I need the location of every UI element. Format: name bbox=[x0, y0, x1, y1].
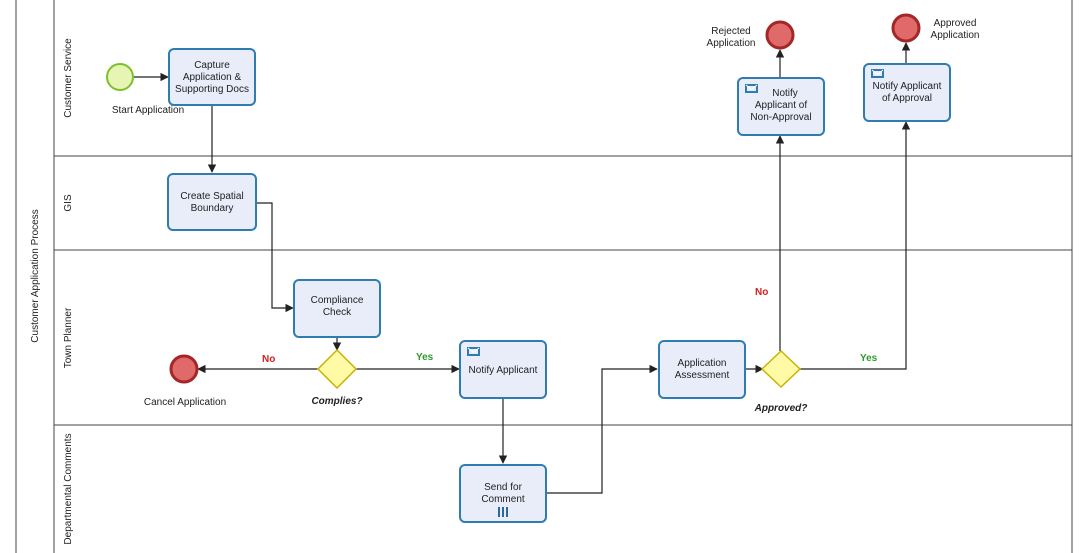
task-send-line1: Send for bbox=[484, 482, 522, 493]
flow-spatial-to-compliance bbox=[256, 202, 294, 313]
pool-label: Customer Application Process bbox=[30, 209, 41, 342]
pool: Customer Application Process Customer Se… bbox=[15, 0, 1073, 553]
gateway-complies[interactable]: Complies? bbox=[311, 348, 363, 407]
parallel-multi-instance-icon bbox=[498, 507, 508, 517]
task-capture-line2: Application & bbox=[183, 72, 242, 83]
lane-label-departmental-comments: Departmental Comments bbox=[63, 433, 74, 544]
task-spatial-line2: Boundary bbox=[191, 203, 234, 214]
lane-label-town-planner: Town Planner bbox=[63, 307, 74, 368]
end-event-rejected[interactable]: Rejected Application bbox=[707, 20, 795, 50]
task-capture-line1: Capture bbox=[194, 60, 230, 71]
sequence-flows bbox=[134, 42, 911, 494]
task-notify-non-approval[interactable]: Notify Applicant of Non-Approval bbox=[737, 77, 825, 136]
envelope-icon bbox=[467, 347, 480, 356]
end-event-rejected-label-line1: Rejected bbox=[711, 26, 750, 37]
task-compliance-check[interactable]: Compliance Check bbox=[293, 279, 381, 338]
end-event-approved-label-line2: Application bbox=[931, 30, 980, 41]
task-notify-applicant-line1: Notify Applicant bbox=[469, 365, 538, 376]
lane-label-gis: GIS bbox=[63, 194, 74, 212]
condition-no-cancel: No bbox=[262, 354, 275, 365]
lane-label-customer-service: Customer Service bbox=[63, 38, 74, 118]
condition-yes-notify: Yes bbox=[416, 352, 434, 363]
task-compliance-line1: Compliance bbox=[311, 295, 364, 306]
flow-send-to-assessment bbox=[547, 364, 658, 494]
condition-yes-approval: Yes bbox=[860, 353, 878, 364]
task-notify-approval[interactable]: Notify Applicant of Approval bbox=[863, 63, 951, 122]
end-event-cancel[interactable]: Cancel Application bbox=[144, 354, 226, 408]
end-event-approved[interactable]: Approved Application bbox=[891, 13, 980, 43]
task-capture-line3: Supporting Docs bbox=[175, 84, 249, 95]
task-create-spatial-boundary[interactable]: Create Spatial Boundary bbox=[167, 173, 257, 231]
task-notify-applicant[interactable]: Notify Applicant bbox=[459, 340, 547, 399]
gateway-approved-label: Approved? bbox=[754, 403, 808, 414]
task-application-assessment[interactable]: Application Assessment bbox=[658, 340, 746, 399]
task-approval-line2: of Approval bbox=[882, 93, 932, 104]
task-assessment-line1: Application bbox=[678, 358, 727, 369]
end-event-cancel-label: Cancel Application bbox=[144, 397, 226, 408]
envelope-icon bbox=[871, 69, 884, 78]
task-assessment-line2: Assessment bbox=[675, 370, 730, 381]
task-approval-line1: Notify Applicant bbox=[873, 81, 942, 92]
start-event-label: Start Application bbox=[112, 105, 184, 116]
task-nonapproval-line2: Applicant of bbox=[755, 100, 807, 111]
start-event[interactable]: Start Application bbox=[106, 63, 184, 116]
task-nonapproval-line1: Notify bbox=[772, 88, 798, 99]
task-send-line2: Comment bbox=[481, 494, 525, 505]
gateway-complies-label: Complies? bbox=[311, 396, 362, 407]
gateway-approved[interactable]: Approved? bbox=[754, 349, 808, 414]
task-capture-application[interactable]: Capture Application & Supporting Docs bbox=[168, 48, 256, 106]
end-event-approved-label-line1: Approved bbox=[934, 18, 977, 29]
task-spatial-line1: Create Spatial bbox=[180, 191, 243, 202]
flow-gateway-to-approval bbox=[800, 121, 911, 370]
end-event-rejected-label-line2: Application bbox=[707, 38, 756, 49]
envelope-icon bbox=[745, 84, 758, 93]
task-send-for-comment[interactable]: Send for Comment bbox=[459, 464, 547, 523]
task-nonapproval-line3: Non-Approval bbox=[750, 112, 811, 123]
task-compliance-line2: Check bbox=[323, 307, 352, 318]
condition-no-nonapproval: No bbox=[755, 287, 768, 298]
